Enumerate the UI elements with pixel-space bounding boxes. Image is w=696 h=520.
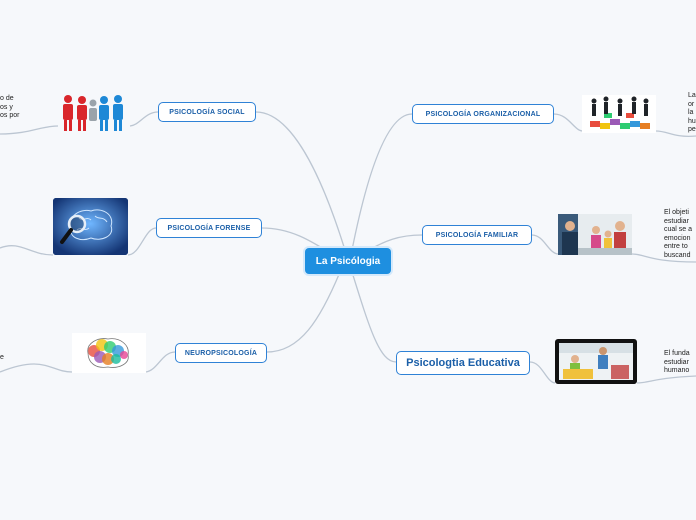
link-educativa: [351, 271, 397, 363]
tablet-classroom-icon: [555, 339, 637, 384]
note-neuropsicologia: e: [0, 354, 4, 361]
note-psicologia-social: o de os y os por: [0, 95, 20, 119]
branch-psicologia-familiar[interactable]: PSICOLOGÍA FAMILIAR: [422, 225, 532, 245]
family-photo-icon: [558, 214, 632, 255]
central-topic[interactable]: La Psicólogia: [305, 248, 391, 274]
branch-psicologia-social[interactable]: PSICOLOGÍA SOCIAL: [158, 102, 256, 122]
brain-magnifier-icon: [53, 198, 128, 255]
link-organizacional: [351, 113, 413, 251]
branch-psicologia-organizacional[interactable]: PSICOLOGÍA ORGANIZACIONAL: [412, 104, 554, 124]
colorful-brain-icon: [72, 333, 146, 373]
note-psicologia-organizacional: La or la hu pe: [688, 92, 696, 133]
people-group-icon: [58, 93, 130, 133]
note-psicologia-familiar: El objeti estudiar cual se a emocion ent…: [664, 209, 693, 259]
branch-neuropsicologia[interactable]: NEUROPSICOLOGÍA: [175, 343, 267, 363]
puzzle-team-icon: [582, 95, 656, 133]
link-neuro: [266, 271, 341, 353]
link-social: [255, 111, 346, 251]
note-psicologia-educativa: El funda estudiar humano: [664, 350, 690, 374]
branch-psicologia-forense[interactable]: PSICOLOGÍA FORENSE: [156, 218, 262, 238]
branch-psicologia-educativa[interactable]: Psicologtia Educativa: [396, 351, 530, 375]
